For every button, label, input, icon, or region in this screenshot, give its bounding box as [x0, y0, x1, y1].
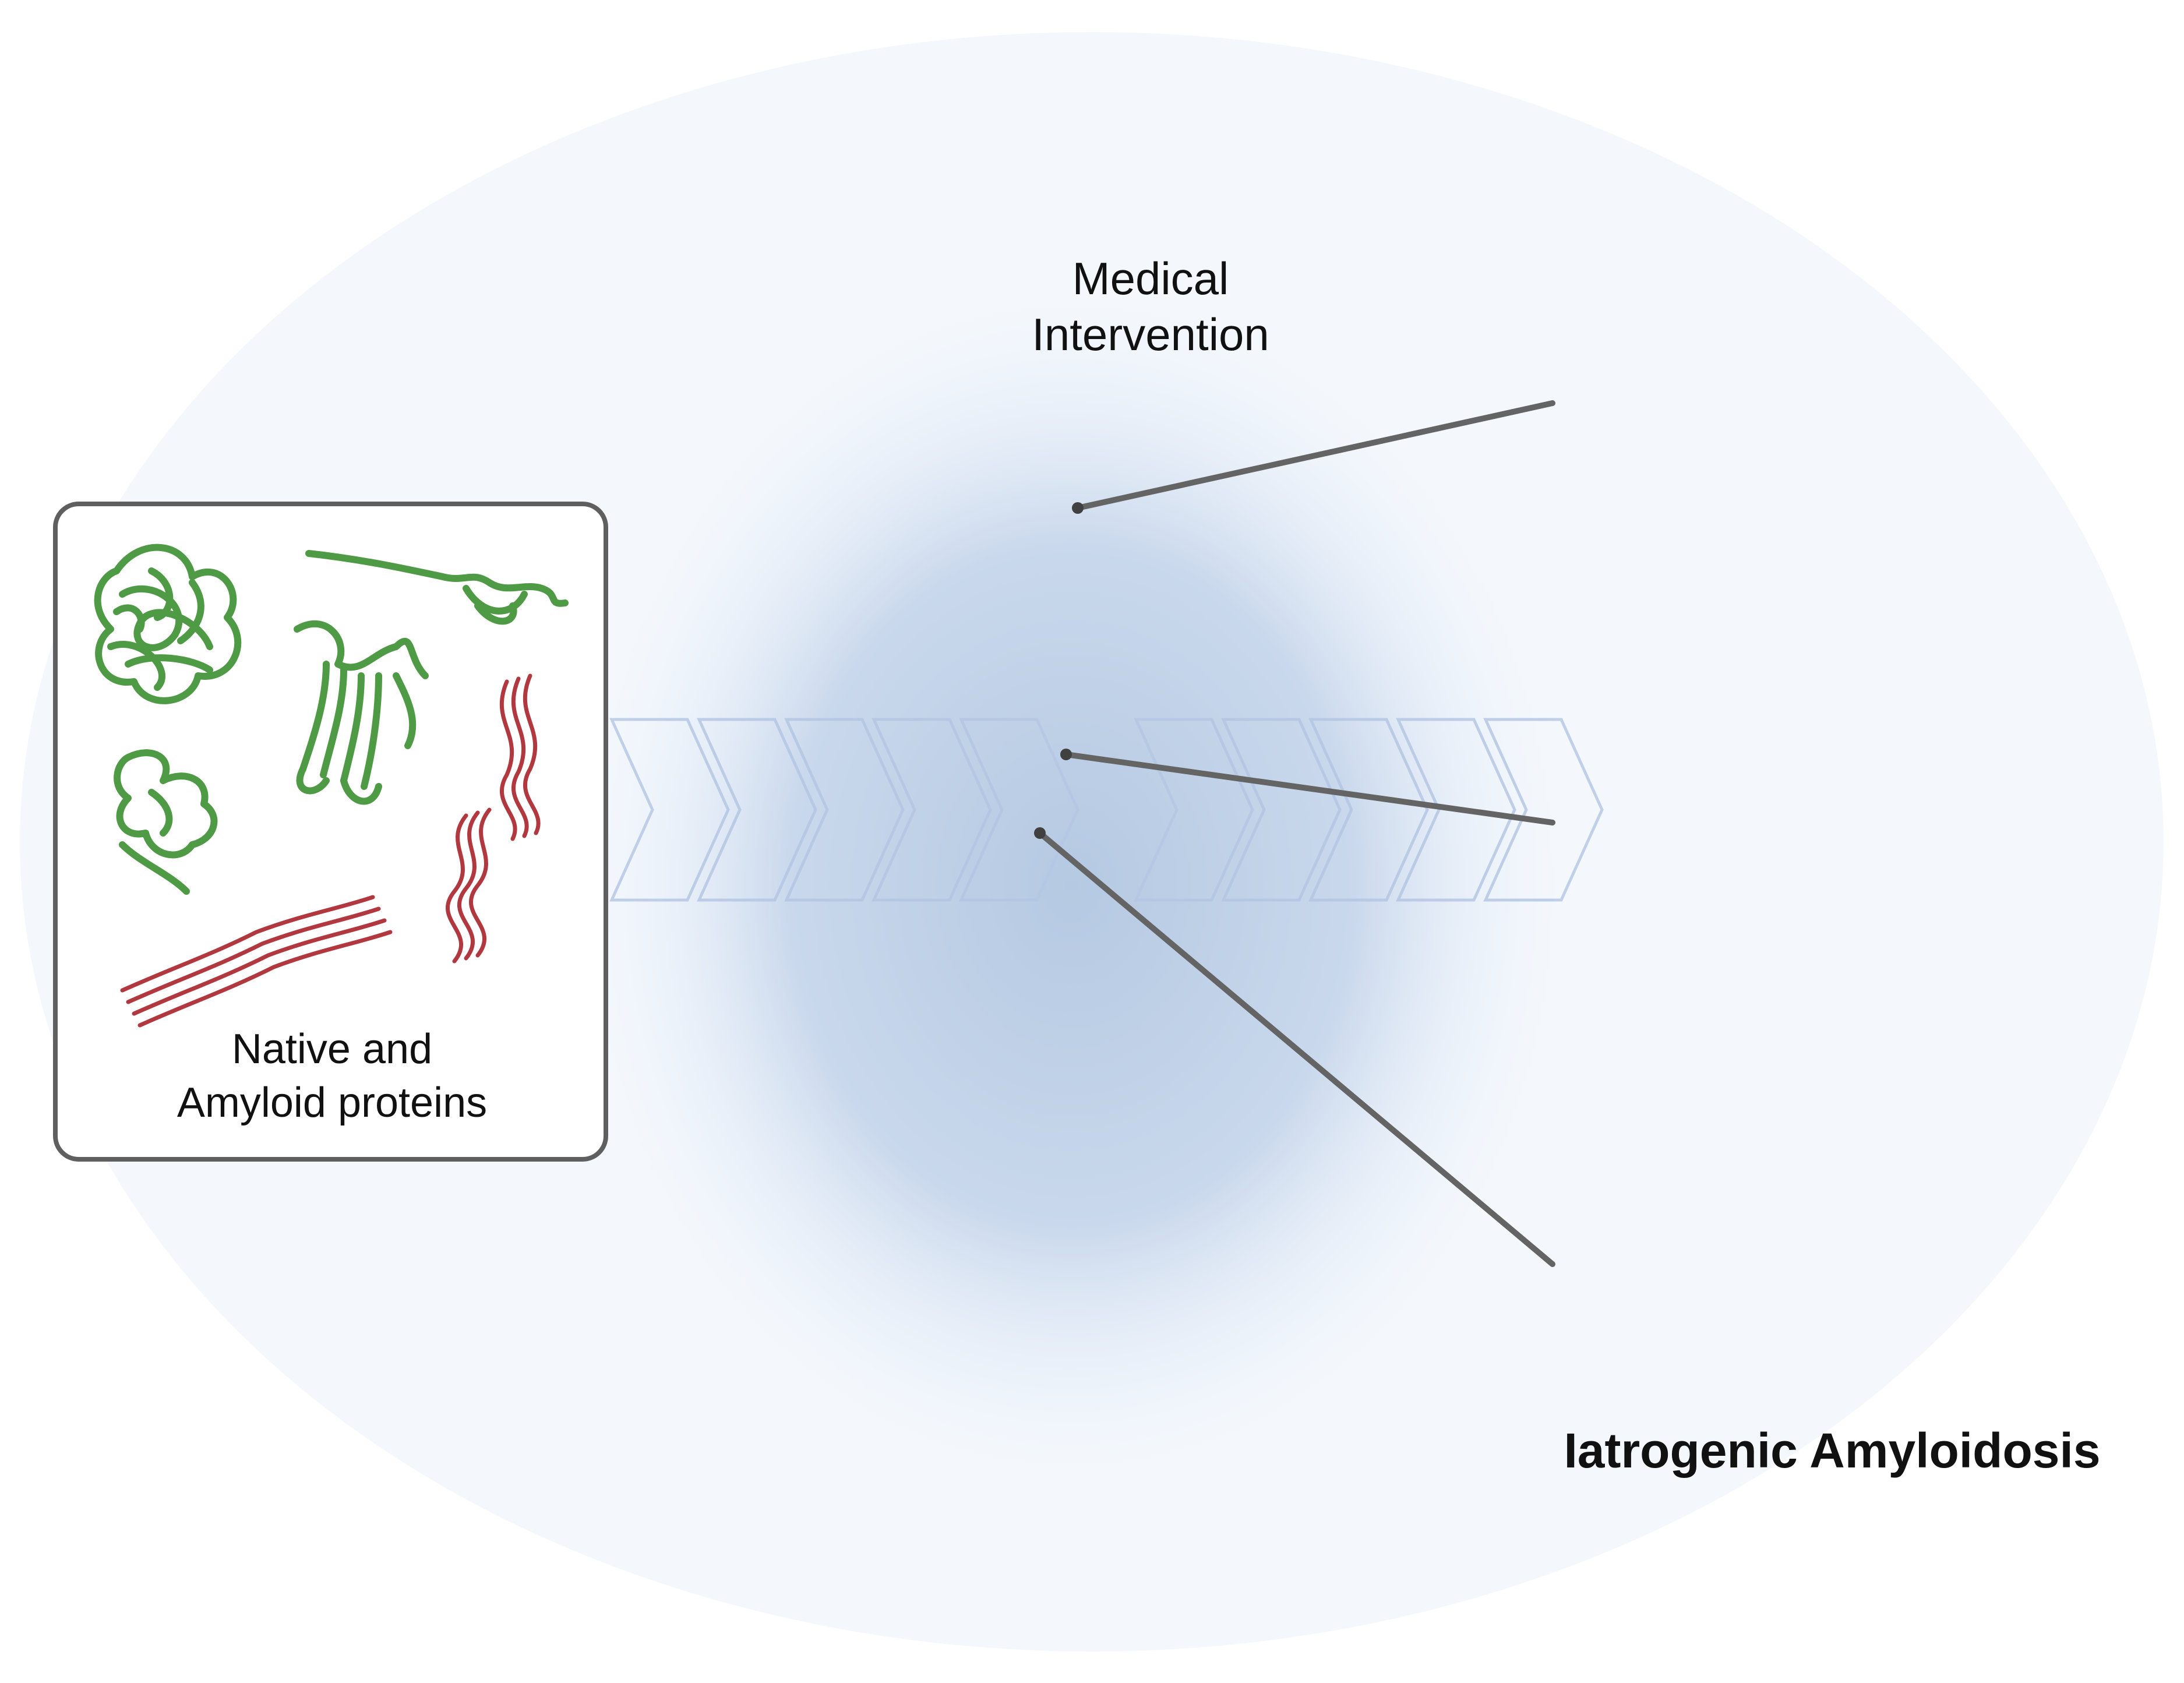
medical-intervention-line-2: Intervention [1032, 309, 1269, 360]
center-halo [559, 268, 1585, 1503]
iatrogenic-amyloidosis-text: Iatrogenic Amyloidosis [1564, 1423, 2101, 1478]
medical-intervention-label: Medical Intervention [1014, 250, 1287, 362]
flow-chevrons [609, 718, 1604, 902]
connector-head [1075, 400, 1555, 511]
connector-chest [1063, 751, 1555, 825]
medical-intervention-line-1: Medical [1072, 253, 1229, 304]
native-amyloid-caption: Native and Amyloid proteins [105, 1022, 559, 1130]
native-amyloid-panel [53, 502, 608, 1162]
native-protein-structures [94, 544, 569, 895]
amyloid-fibrils-left [120, 673, 541, 1028]
connector-body [1037, 830, 1555, 1267]
connector-lines [1037, 400, 1555, 1267]
native-amyloid-caption-line-2: Amyloid proteins [177, 1079, 488, 1126]
native-amyloid-caption-line-1: Native and [231, 1026, 433, 1072]
iatrogenic-amyloidosis-caption: Iatrogenic Amyloidosis [1538, 1421, 2126, 1480]
